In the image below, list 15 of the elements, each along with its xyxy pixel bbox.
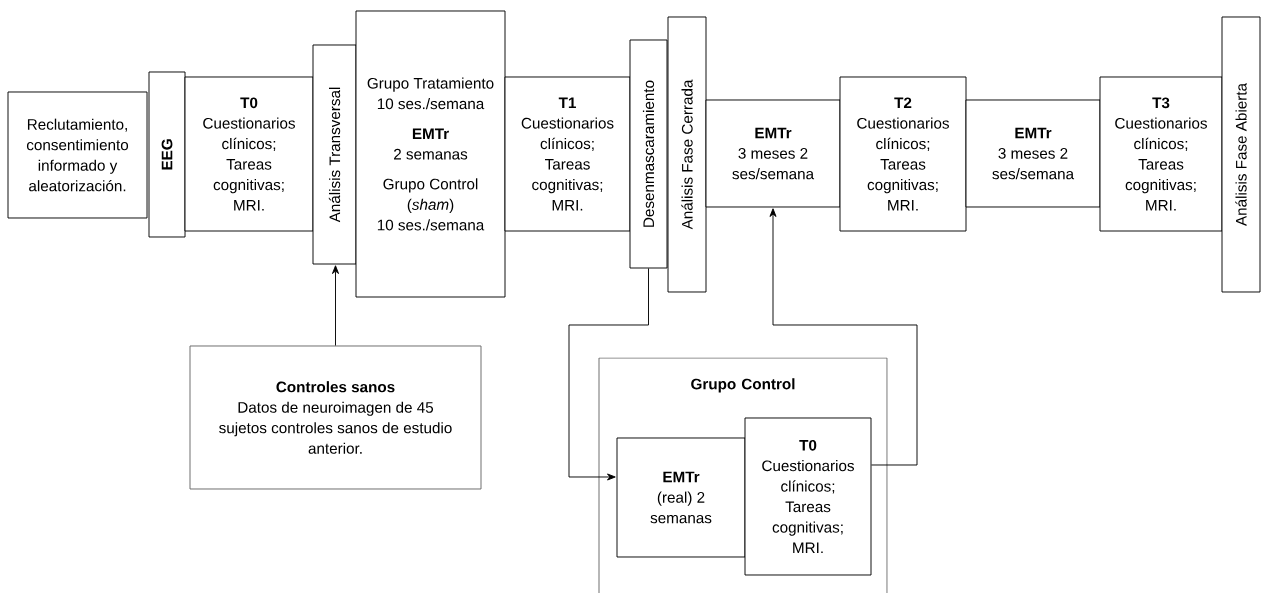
stage-bar: Análisis Fase Cerrada	[667, 16, 707, 293]
stage-bar: Desenmascaramiento	[629, 39, 668, 269]
stage-bar: EEG	[148, 71, 186, 238]
assessment-box: T0 Cuestionarios clínicos; Tareas cognitivas; MRI.	[744, 417, 872, 576]
stage-bar: Análisis Fase Abierta	[1221, 16, 1261, 293]
assessment-box: T2 Cuestionarios clínicos; Tareas cognitivas; MRI.	[839, 76, 967, 232]
note-box: Controles sanos Datos de neuroimagen de 45 sujetos controles sanos de estudio anterior.	[189, 345, 482, 490]
treatment-box: EMTr 3 meses 2 ses/semana	[705, 99, 841, 208]
stage-bar: Análisis Transversal	[312, 44, 357, 265]
assessment-box: T3 Cuestionarios clínicos; Tareas cognitivas; MRI.	[1099, 76, 1223, 232]
arrow	[568, 268, 649, 481]
treatment-box: EMTr (real) 2 semanas	[616, 437, 746, 558]
arrow	[332, 265, 340, 346]
arrow	[769, 208, 918, 466]
treatment-box: EMTr 3 meses 2 ses/semana	[965, 99, 1101, 208]
